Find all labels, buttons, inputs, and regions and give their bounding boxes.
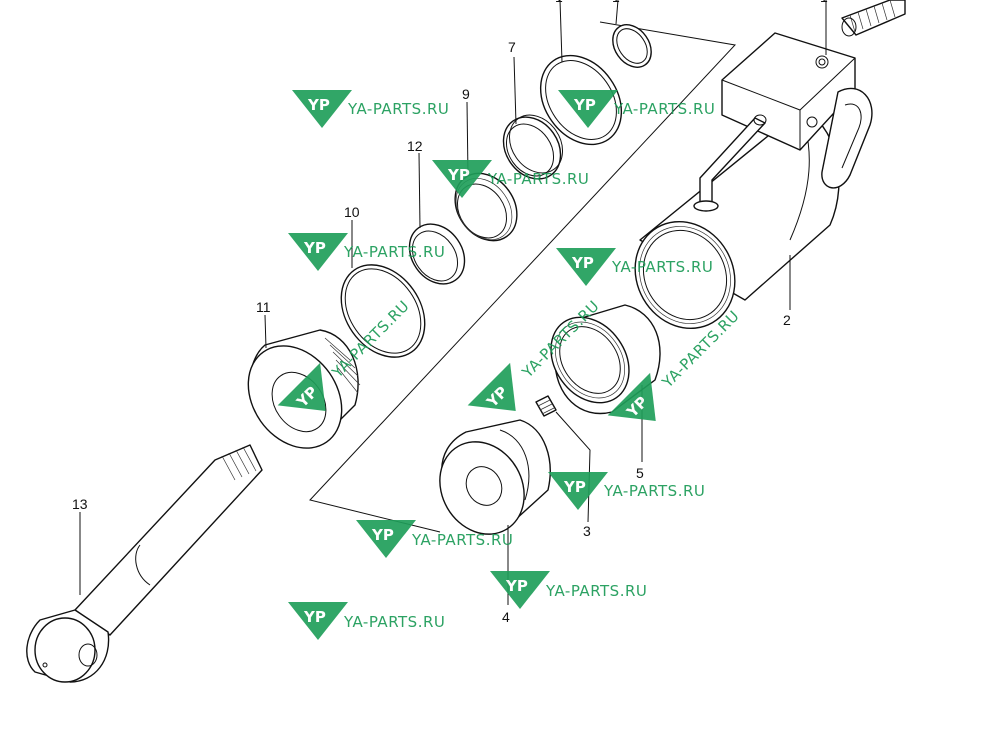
- callout-11: 11: [256, 299, 271, 315]
- svg-text:YP: YP: [505, 577, 528, 595]
- watermark-text: YA-PARTS.RU: [611, 258, 713, 276]
- svg-text:YP: YP: [303, 608, 326, 626]
- watermark-logo: YP: [607, 372, 656, 422]
- piston-rod-part-13: [26, 444, 263, 683]
- set-screw-part-3: [535, 395, 557, 417]
- watermark-logo: YP: [467, 362, 516, 412]
- watermark-logo: YP: [292, 90, 352, 128]
- backup-ring-part-7: [502, 114, 564, 180]
- svg-text:YP: YP: [571, 254, 594, 272]
- callout-13: 13: [72, 496, 88, 512]
- callout-1b: 1: [612, 0, 620, 5]
- watermark-text: YA-PARTS.RU: [613, 100, 715, 118]
- cylinder-barrel-part-2: [634, 0, 906, 330]
- watermark-text: YA-PARTS.RU: [487, 170, 589, 188]
- watermark-text: YA-PARTS.RU: [545, 582, 647, 600]
- svg-text:YP: YP: [447, 166, 470, 184]
- callout-10: 10: [344, 204, 360, 220]
- watermark-text: YA-PARTS.RU: [603, 482, 705, 500]
- watermark-logo: YP: [277, 362, 326, 412]
- watermark-logo: YP: [432, 160, 492, 198]
- callout-4: 4: [502, 609, 510, 625]
- watermark-text: YA-PARTS.RU: [343, 613, 445, 631]
- rod-seal-part-9: [454, 172, 518, 242]
- svg-text:YP: YP: [303, 239, 326, 257]
- watermark-logo: YP: [356, 520, 416, 558]
- assembly-boundary: [309, 21, 736, 533]
- watermark-text: YA-PARTS.RU: [347, 100, 449, 118]
- callout-9: 9: [462, 86, 470, 102]
- wiper-ring-part-12: [408, 223, 466, 285]
- leader-lines: [79, 0, 827, 605]
- watermark-text: YA-PARTS.RU: [343, 243, 445, 261]
- watermark-logo: YP: [548, 472, 608, 510]
- callout-1c: 1: [820, 0, 828, 5]
- piston-part-5: [550, 304, 661, 415]
- svg-text:YP: YP: [573, 96, 596, 114]
- watermark-logo: YP: [288, 602, 348, 640]
- callout-5: 5: [636, 465, 644, 481]
- callout-labels: 1 1 1 7 9 12 10 11 2 5 3 4 13: [72, 0, 828, 625]
- svg-text:YP: YP: [371, 526, 394, 544]
- callout-7: 7: [508, 39, 516, 55]
- o-ring-part-10: [340, 264, 426, 358]
- watermark-logo: YP: [556, 248, 616, 286]
- callout-12: 12: [407, 138, 423, 154]
- watermarks: YP YA-PARTS.RU YP YA-PARTS.RU YP YA-PART…: [277, 90, 743, 640]
- piston-nut-part-4: [439, 419, 551, 535]
- callout-3: 3: [583, 523, 591, 539]
- watermark-logo: YP: [558, 90, 618, 128]
- watermark-text: YA-PARTS.RU: [411, 531, 513, 549]
- watermark-logo: YP: [288, 233, 348, 271]
- callout-2: 2: [783, 312, 791, 328]
- svg-text:YP: YP: [563, 478, 586, 496]
- svg-text:YP: YP: [307, 96, 330, 114]
- callout-1a: 1: [555, 0, 563, 5]
- o-ring-part-1: [612, 24, 652, 68]
- watermark-logo: YP: [490, 571, 550, 609]
